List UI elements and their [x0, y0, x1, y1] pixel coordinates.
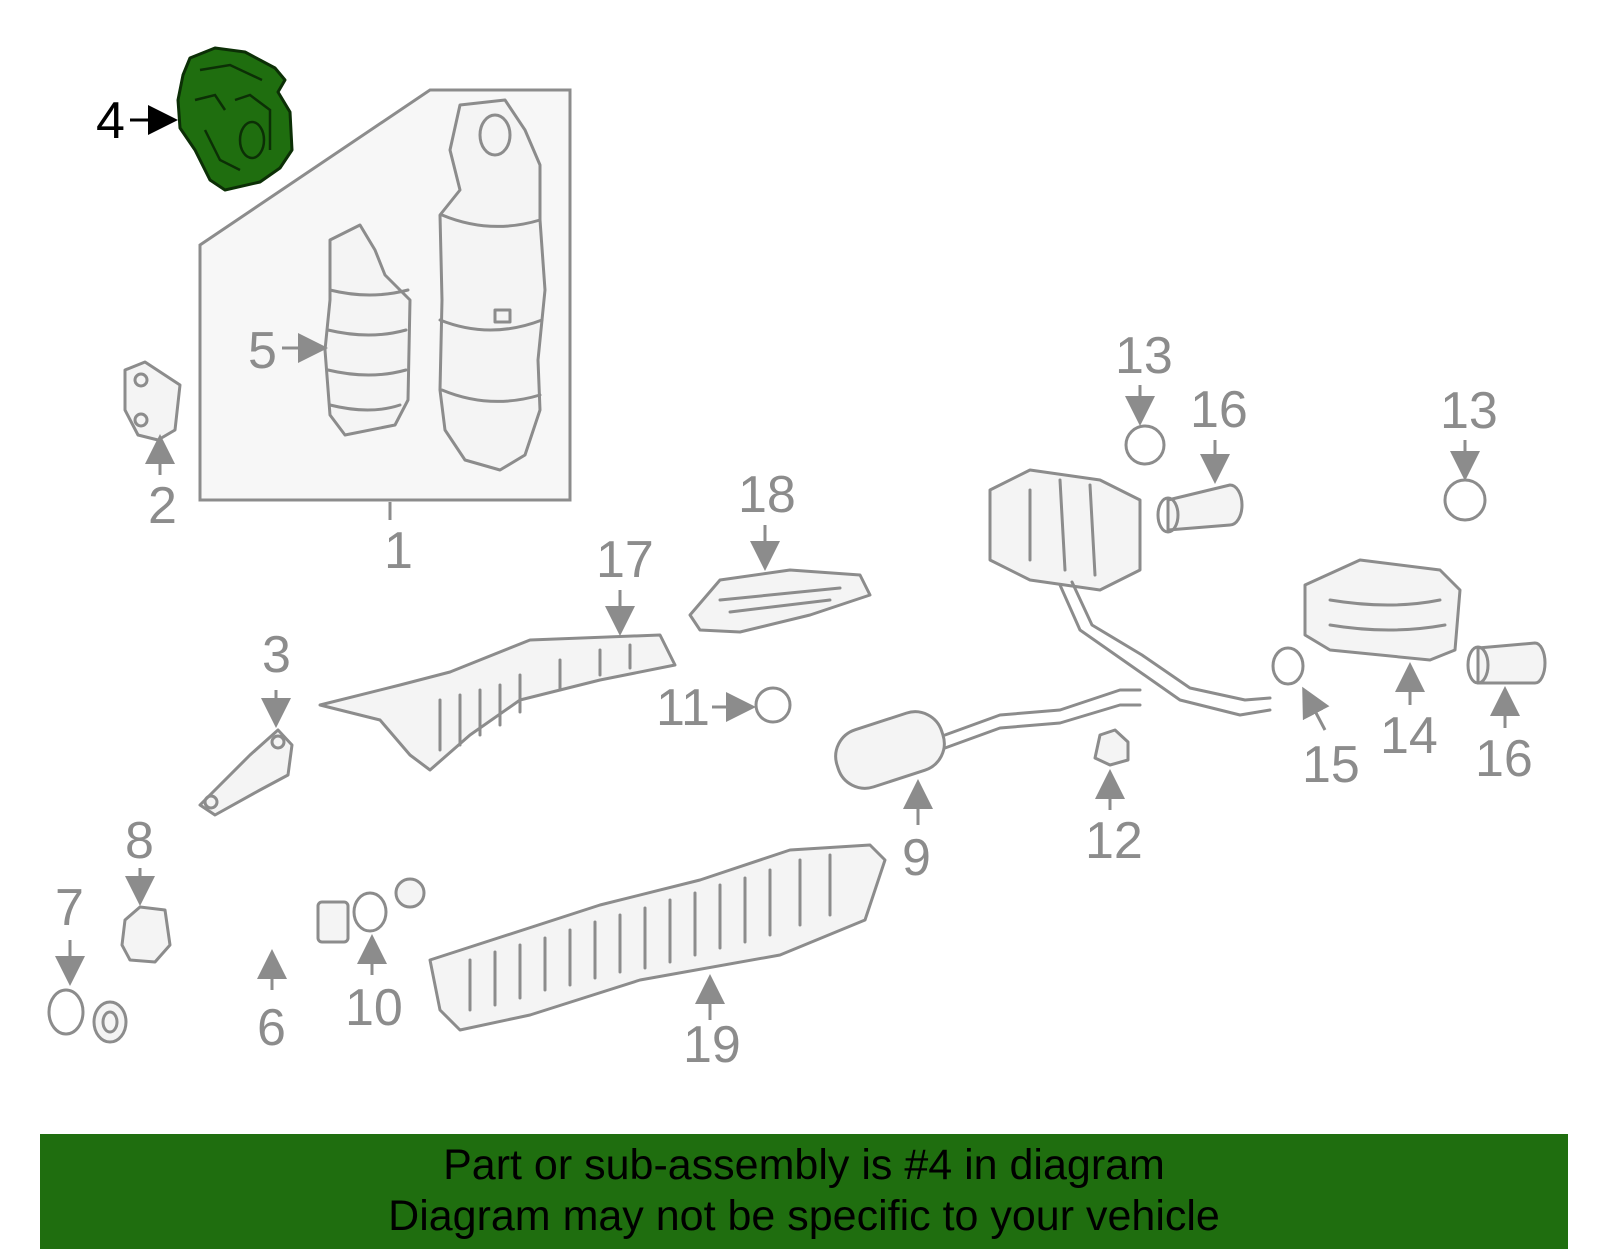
part-18-shield[interactable] — [688, 568, 872, 634]
callout-17: 17 — [596, 531, 654, 589]
callout-3: 3 — [262, 626, 291, 684]
part-13-gasket-a[interactable] — [1124, 424, 1166, 466]
part-4-highlighted[interactable] — [176, 46, 294, 192]
part-3-bracket[interactable] — [198, 728, 294, 817]
part-9-center-pipe[interactable] — [394, 688, 1142, 909]
info-banner: Part or sub-assembly is #4 in diagram Di… — [40, 1134, 1568, 1249]
callout-12: 12 — [1085, 812, 1143, 870]
banner-line-1: Part or sub-assembly is #4 in diagram — [443, 1141, 1165, 1189]
part-8-hanger[interactable] — [120, 905, 172, 964]
part-16-tip-b[interactable] — [1466, 641, 1547, 685]
callout-7: 7 — [55, 879, 84, 937]
part-11-gasket[interactable] — [754, 686, 792, 724]
part-16-tip-a[interactable] — [1156, 483, 1244, 534]
callout-15-arrow — [1302, 686, 1330, 731]
callout-1: 1 — [384, 522, 413, 580]
part-2-bracket[interactable] — [123, 360, 182, 442]
part-1-assembly-box — [198, 88, 572, 502]
part-15-gasket[interactable] — [1271, 646, 1305, 686]
callout-4: 4 — [96, 92, 125, 150]
banner-line-2: Diagram may not be specific to your vehi… — [388, 1192, 1220, 1240]
part-13-gasket-b[interactable] — [1443, 478, 1487, 522]
callout-16b: 16 — [1475, 730, 1533, 788]
part-17-heat-shield[interactable] — [318, 633, 677, 772]
part-10-gasket[interactable] — [352, 891, 388, 933]
callout-6: 6 — [257, 999, 286, 1057]
part-12-hanger[interactable] — [1093, 728, 1130, 767]
callout-8: 8 — [125, 812, 154, 870]
muffler-upper[interactable] — [988, 468, 1272, 717]
callout-2: 2 — [148, 477, 177, 535]
callout-9: 9 — [902, 829, 931, 887]
part-14-muffler[interactable] — [1303, 558, 1462, 662]
callout-13b: 13 — [1440, 382, 1498, 440]
part-19-heat-shield[interactable] — [428, 843, 887, 1032]
callout-5: 5 — [248, 322, 277, 380]
part-6-front-pipe[interactable] — [92, 900, 350, 1044]
callout-10: 10 — [345, 979, 403, 1037]
callout-18: 18 — [738, 466, 796, 524]
callout-11: 11 — [656, 679, 710, 737]
callout-15: 15 — [1302, 736, 1360, 794]
part-7-gasket[interactable] — [47, 988, 85, 1036]
callout-16a: 16 — [1190, 381, 1248, 439]
callout-19: 19 — [683, 1016, 741, 1074]
callout-13a: 13 — [1115, 327, 1173, 385]
callout-14: 14 — [1380, 707, 1438, 765]
